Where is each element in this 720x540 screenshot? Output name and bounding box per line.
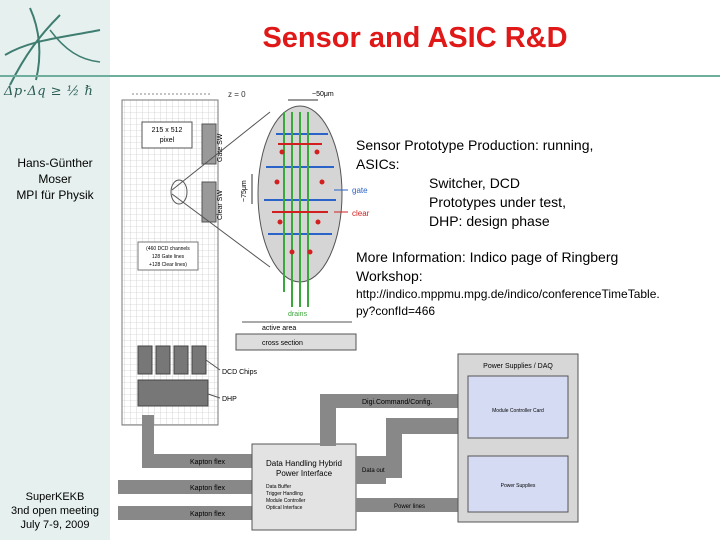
drains-label: drains — [288, 311, 308, 318]
module-controller-label: Module Controller Card — [492, 408, 544, 414]
asic-dhp: DHP: design phase — [429, 213, 550, 229]
power-supplies-daq-title: Power Supplies / DAQ — [483, 363, 553, 370]
data-handling-hybrid — [251, 443, 357, 531]
event-line1: SuperKEKB — [25, 491, 85, 503]
active-area-label: active area — [262, 325, 296, 332]
dhh-item-3: Module Controller — [266, 498, 306, 504]
dcd-note-line2: 128 Gate lines — [152, 254, 185, 260]
title-divider — [0, 75, 720, 77]
dcd-chips — [137, 345, 207, 375]
more-info-line1: More Information: Indico page of Ringber… — [356, 249, 619, 265]
dcd-note-line1: (460 DCD channels — [146, 246, 190, 252]
dhp-chip — [137, 379, 209, 407]
gate-switcher — [201, 123, 217, 165]
z-label: z = 0 — [228, 90, 246, 99]
clear-label: clear — [352, 209, 370, 218]
author-institute: MPI für Physik — [16, 188, 94, 202]
data-out-label: Data out — [362, 468, 385, 474]
power-lines-cable — [356, 498, 460, 512]
info-line2: ASICs: — [356, 156, 400, 172]
power-supplies-label: Power Supplies — [501, 483, 536, 489]
logo-formula: Δp·Δq ≥ ½ ℏ — [4, 84, 94, 99]
author-name-line2: Moser — [38, 172, 72, 186]
indico-link-line2[interactable]: py?confId=466 — [356, 304, 436, 318]
author-block: Hans-Günther Moser MPI für Physik — [0, 155, 110, 203]
asic-prototypes: Prototypes under test, — [429, 194, 566, 210]
kapton-flex-3 — [118, 506, 252, 520]
kapton-flex-1-label: Kapton flex — [190, 459, 226, 466]
author-name-line1: Hans-Günther — [17, 156, 93, 170]
power-supplies-box — [467, 455, 569, 513]
dhh-item-1: Data Buffer — [266, 484, 292, 490]
kapton-flex-3-label: Kapton flex — [190, 511, 226, 518]
module-diagram: z = 0 215 x 512 pixel Gate SW Clear SW (… — [118, 90, 579, 531]
event-line3: July 7-9, 2009 — [20, 519, 90, 531]
dhp-label: DHP — [222, 396, 237, 403]
gate-sw-label: Gate SW — [217, 133, 224, 162]
clear-switcher — [201, 181, 217, 223]
dcd-chips-label: DCD Chips — [222, 369, 258, 376]
sidebar: Δp·Δq ≥ ½ ℏ Hans-Günther Moser MPI für P… — [0, 0, 110, 540]
dhh-item-2: Trigger Handling — [266, 491, 303, 497]
dim-75um: ~75μm — [241, 180, 248, 202]
digi-command-cable — [336, 394, 460, 408]
event-block: SuperKEKB 3nd open meeting July 7-9, 200… — [0, 490, 110, 532]
indico-link-line1[interactable]: http://indico.mppmu.mpg.de/indico/confer… — [356, 287, 660, 301]
module-controller-card — [467, 375, 569, 439]
dhh-title-line1: Data Handling Hybrid — [266, 459, 342, 468]
cross-section-bar — [235, 333, 357, 351]
info-line1: Sensor Prototype Production: running, — [356, 137, 594, 153]
dhh-title-line2: Power Interface — [276, 469, 333, 478]
clear-sw-label: Clear SW — [217, 190, 224, 220]
pixel-word: pixel — [160, 137, 175, 144]
more-info-line2: Workshop: — [356, 268, 423, 284]
event-line2: 3nd open meeting — [10, 505, 100, 517]
dcd-note-box — [137, 241, 199, 271]
cross-section-label: cross section — [262, 340, 303, 347]
dhh-item-4: Optical Interface — [266, 505, 303, 511]
pixel-count: 215 x 512 — [152, 127, 183, 134]
kapton-flex-1 — [142, 454, 252, 468]
kapton-flex-2 — [118, 480, 252, 494]
asic-switcher: Switcher, DCD — [429, 175, 521, 191]
dcd-note-line3: +128 Clear lines) — [149, 262, 187, 268]
kapton-flex-2-label: Kapton flex — [190, 485, 226, 492]
digi-command-label: Digi.Command/Config. — [362, 399, 432, 406]
dim-50um: ~50μm — [312, 91, 334, 98]
power-lines-label: Power lines — [394, 504, 425, 510]
slide-title: Sensor and ASIC R&D — [262, 22, 568, 54]
gate-label: gate — [352, 186, 368, 195]
info-text: Sensor Prototype Production: running, AS… — [356, 136, 716, 320]
pixel-area-box — [141, 121, 193, 149]
